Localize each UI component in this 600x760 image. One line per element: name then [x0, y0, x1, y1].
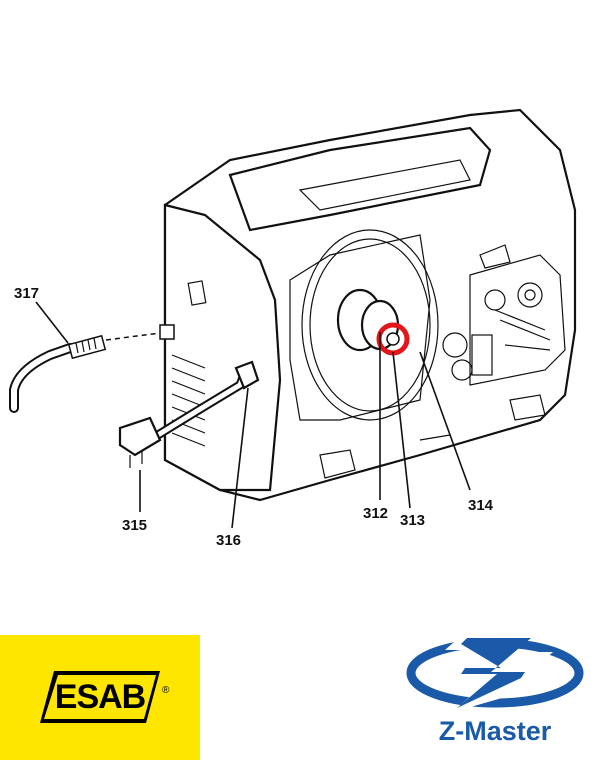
- zmaster-logo: Z-Master: [405, 628, 585, 753]
- callout-312: 312: [363, 505, 388, 522]
- esab-logo-text: ESAB: [54, 678, 146, 716]
- callout-314: 314: [468, 497, 494, 514]
- esab-logo: ESAB ®: [0, 635, 200, 760]
- callout-315: 315: [122, 517, 147, 534]
- callout-316: 316: [216, 532, 241, 549]
- esab-badge: ESAB: [40, 671, 160, 723]
- registered-mark: ®: [162, 685, 170, 696]
- welding-machine-exploded-diagram: 317 315 316 312 313 314: [9, 108, 577, 549]
- callout-313: 313: [400, 512, 425, 529]
- zmaster-logo-text: Z-Master: [438, 716, 552, 746]
- wire-reel: [301, 229, 439, 421]
- wire-feeder: [442, 244, 566, 386]
- power-cord: [118, 360, 260, 468]
- callout-317: 317: [14, 285, 39, 302]
- zmaster-emblem-icon: [406, 634, 584, 712]
- torch-cable: [9, 324, 175, 413]
- machine-housing: [163, 108, 577, 502]
